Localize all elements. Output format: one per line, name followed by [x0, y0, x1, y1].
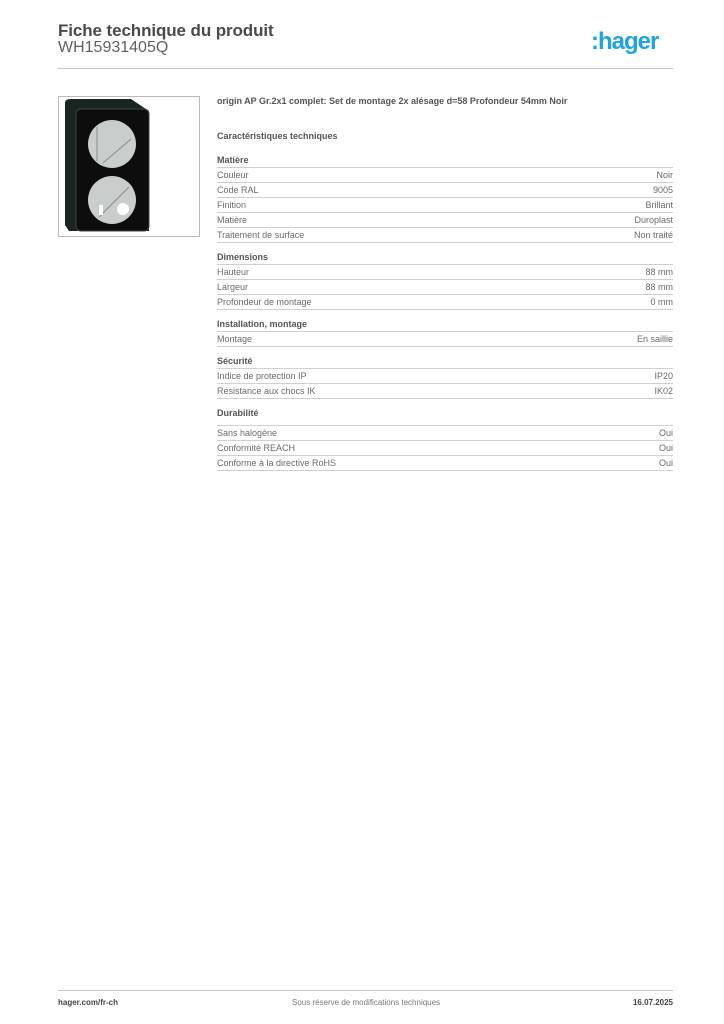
spec-value: 88 mm — [645, 282, 673, 292]
section-installation: Installation, montage Montage En saillie — [217, 318, 673, 347]
spec-row: Code RAL 9005 — [217, 183, 673, 198]
spec-label: Montage — [217, 334, 253, 344]
section-title: Matière — [217, 154, 673, 168]
footer-date: 16.07.2025 — [632, 998, 673, 1007]
spec-label: Traitement de surface — [217, 230, 305, 240]
spec-label: Résistance aux chocs IK — [217, 386, 316, 396]
spec-row: Indice de protection IP IP20 — [217, 369, 673, 384]
spec-row: Résistance aux chocs IK IK02 — [217, 384, 673, 399]
spec-label: Code RAL — [217, 185, 259, 195]
spec-row: Sans halogène Oui — [217, 426, 673, 441]
spec-row: Conforme à la directive RoHS Oui — [217, 456, 673, 471]
footer-disclaimer: Sous réserve de modifications techniques — [292, 998, 441, 1007]
spec-value: Brillant — [645, 200, 673, 210]
footer-divider — [58, 990, 673, 991]
spec-value: IK02 — [654, 386, 673, 396]
characteristics-heading: Caractéristiques techniques — [217, 131, 338, 141]
spec-row: Matière Duroplast — [217, 213, 673, 228]
spec-value: Oui — [658, 428, 673, 438]
spec-value: Noir — [656, 170, 673, 180]
section-title: Durabilité — [217, 407, 673, 426]
page-title: Fiche technique du produit — [58, 21, 274, 40]
section-dimensions: Dimensions Hauteur 88 mm Largeur 88 mm Pro… — [217, 251, 673, 310]
spec-label: Profondeur de montage — [217, 297, 312, 307]
product-description: origin AP Gr.2x1 complet: Set de montage… — [217, 96, 568, 106]
spec-row: Hauteur 88 mm — [217, 265, 673, 280]
spec-row: Finition Brillant — [217, 198, 673, 213]
spec-row: Couleur Noir — [217, 168, 673, 183]
spec-label: Indice de protection IP — [217, 371, 307, 381]
spec-label: Conformité REACH — [217, 443, 296, 453]
section-title: Dimensions — [217, 251, 673, 265]
footer-website-link[interactable]: hager.com/fr-ch — [58, 998, 119, 1007]
surface-box-icon — [65, 99, 150, 232]
section-title: Installation, montage — [217, 318, 673, 332]
spec-value: IP20 — [654, 371, 673, 381]
spec-row: Largeur 88 mm — [217, 280, 673, 295]
spec-value: Oui — [658, 443, 673, 453]
spec-value: 88 mm — [645, 267, 673, 277]
section-matiere: Matière Couleur Noir Code RAL 9005 Finitio… — [217, 154, 673, 243]
product-sku: WH15931405Q — [58, 39, 169, 56]
spec-label: Largeur — [217, 282, 249, 292]
spec-value: Duroplast — [634, 215, 673, 225]
spec-value: En saillie — [636, 334, 673, 344]
specs-content: origin AP Gr.2x1 complet: Set de montage… — [217, 95, 673, 471]
spec-label: Conforme à la directive RoHS — [217, 458, 337, 468]
spec-value: Oui — [658, 458, 673, 468]
hager-logo: :hager — [591, 28, 659, 55]
spec-row: Conformité REACH Oui — [217, 441, 673, 456]
header-divider — [58, 68, 673, 69]
spec-row: Profondeur de montage 0 mm — [217, 295, 673, 310]
spec-row: Montage En saillie — [217, 332, 673, 347]
spec-label: Matière — [217, 215, 248, 225]
spec-label: Sans halogène — [217, 428, 278, 438]
spec-label: Hauteur — [217, 267, 250, 277]
spec-row: Traitement de surface Non traité — [217, 228, 673, 243]
section-title: Sécurité — [217, 355, 673, 369]
spec-label: Couleur — [217, 170, 249, 180]
product-image — [58, 96, 200, 237]
spec-value: Non traité — [633, 230, 673, 240]
spec-value: 0 mm — [650, 297, 674, 307]
section-securite: Sécurité Indice de protection IP IP20 Rés… — [217, 355, 673, 399]
spec-label: Finition — [217, 200, 247, 210]
spec-value: 9005 — [652, 185, 673, 195]
